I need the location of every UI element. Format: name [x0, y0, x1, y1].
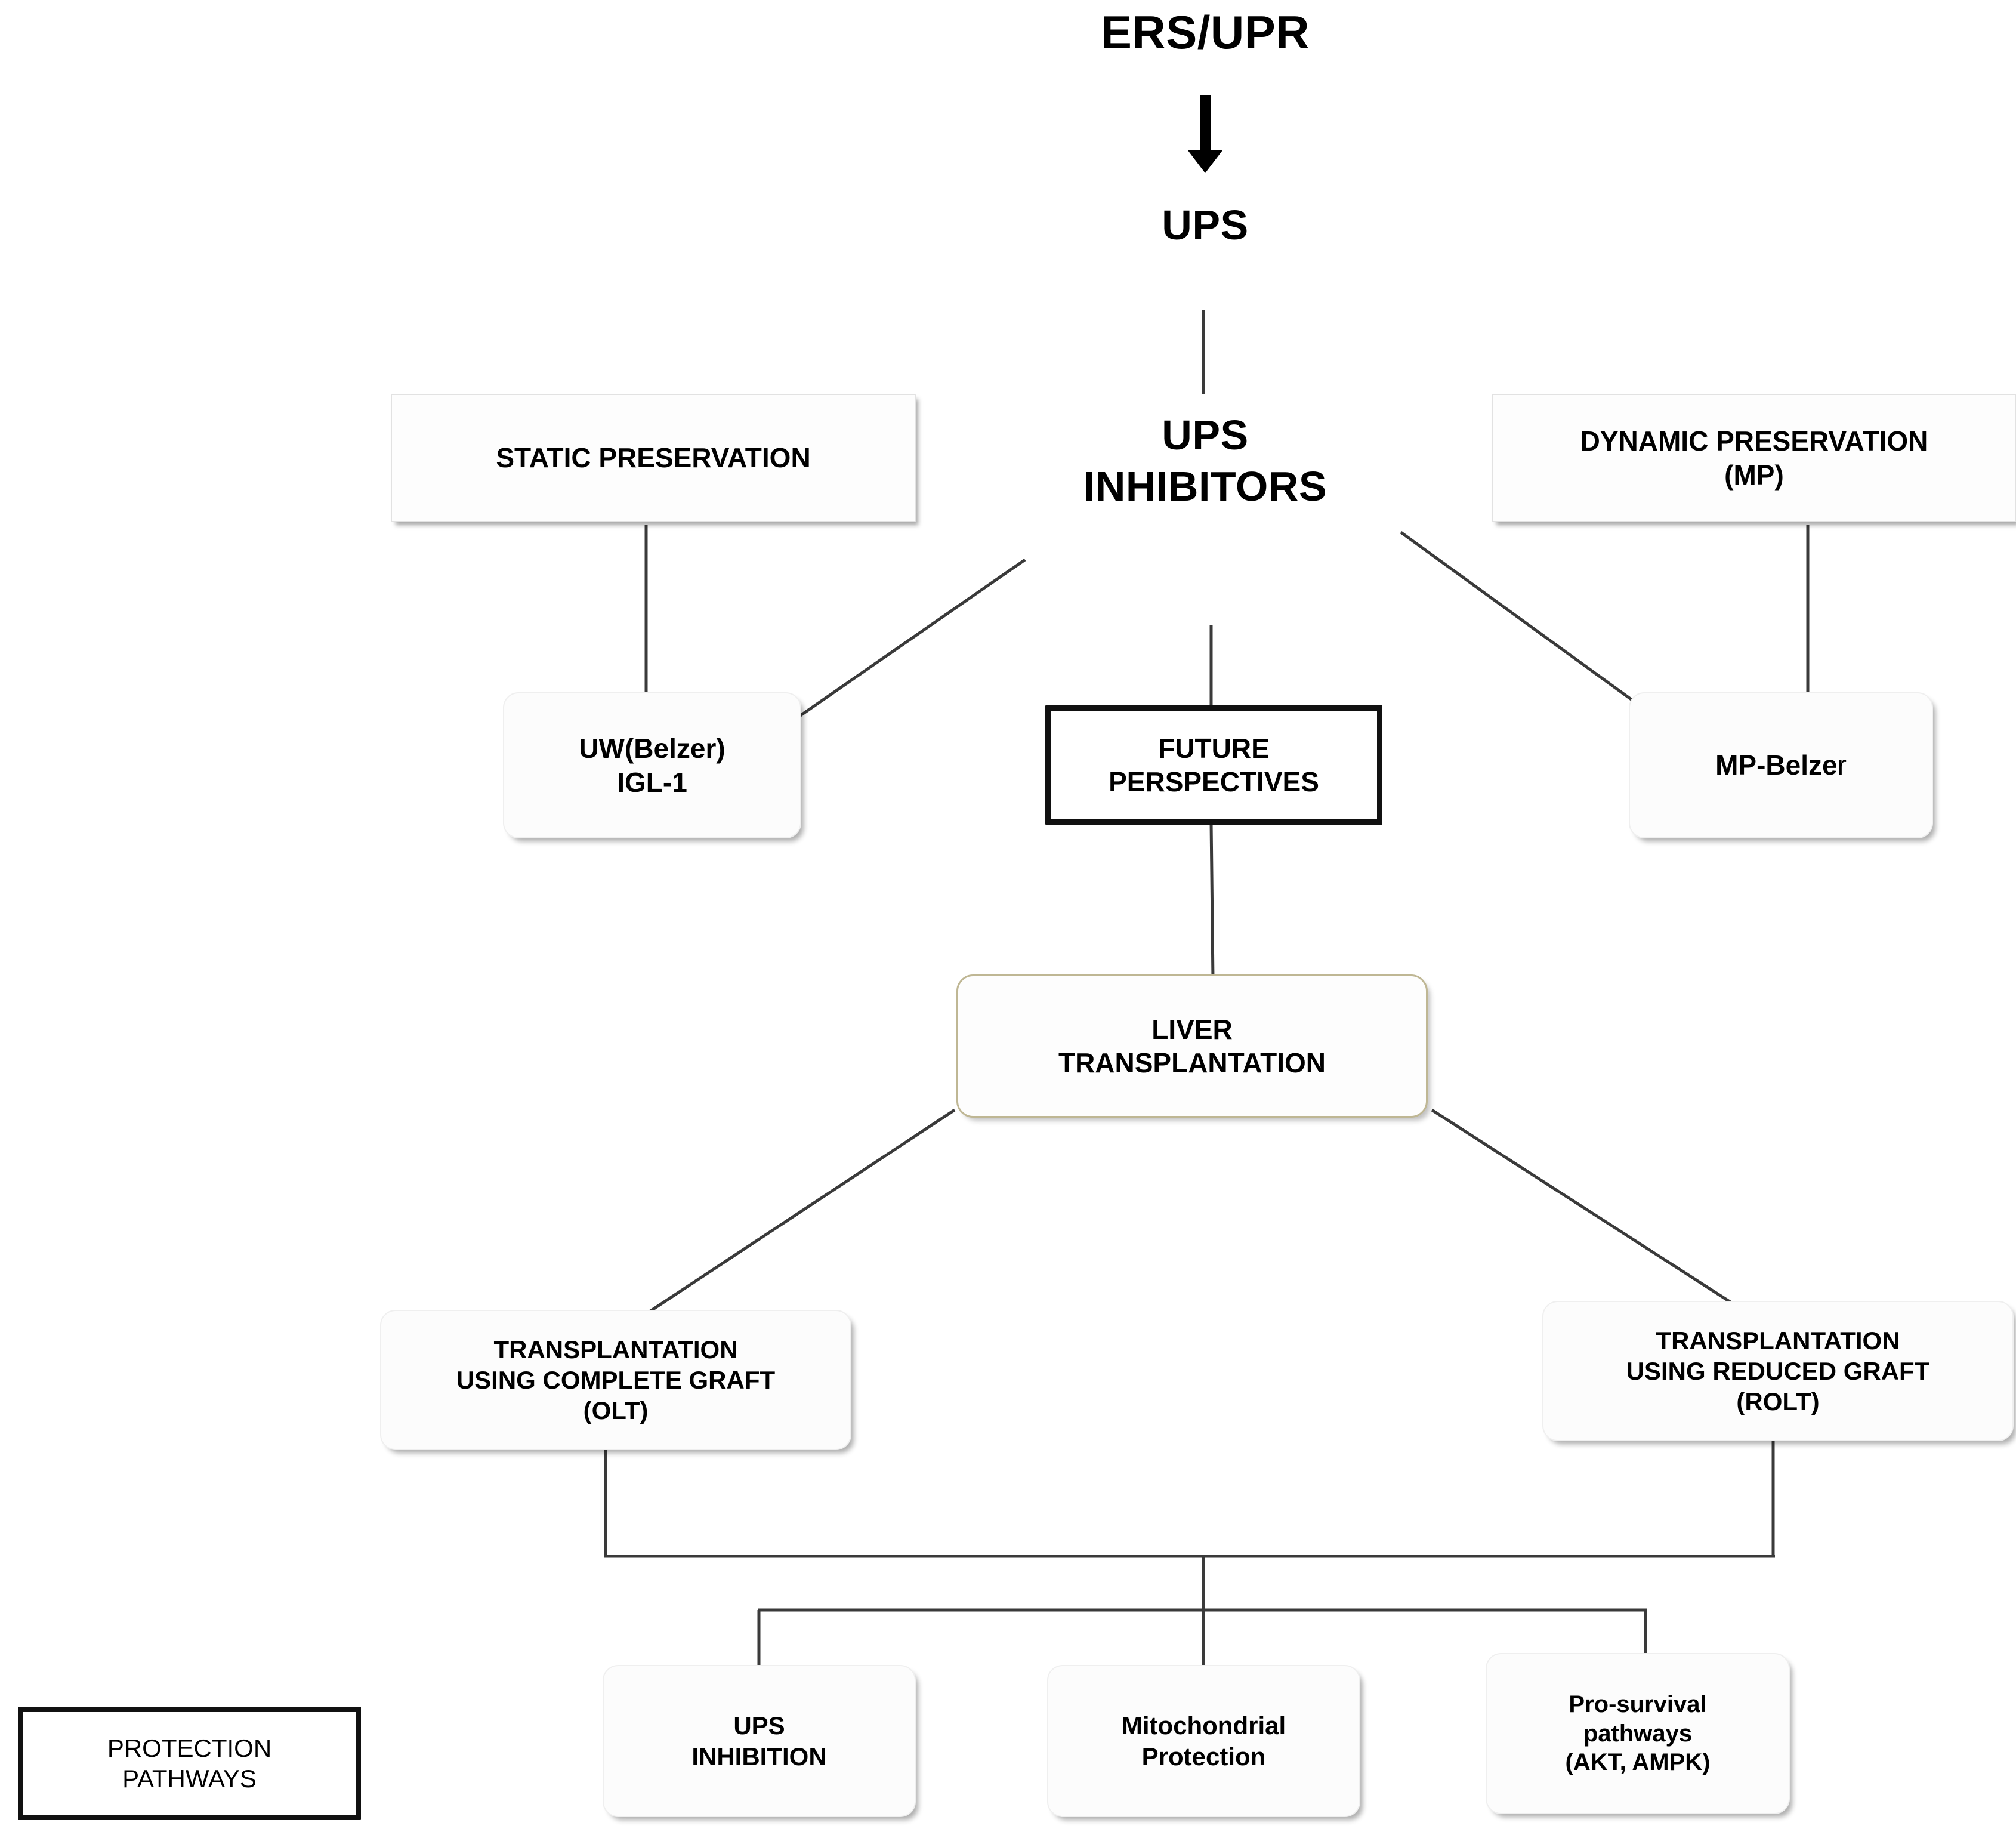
node-ers-upr: ERS/UPR — [1100, 6, 1310, 59]
node-ups-inhibitors: UPS INHIBITORS — [1083, 412, 1327, 510]
node-rolt[interactable]: TRANSPLANTATION USING REDUCED GRAFT (ROL… — [1542, 1301, 2014, 1441]
node-mitochondrial-protection[interactable]: Mitochondrial Protection — [1047, 1665, 1360, 1817]
edge-future-to-liver — [1209, 822, 1215, 979]
edge-liver-to-rolt — [1431, 1108, 1776, 1333]
node-future-perspectives[interactable]: FUTURE PERSPECTIVES — [1045, 705, 1382, 825]
down-arrow-icon — [1184, 95, 1226, 173]
node-dynamic-preservation[interactable]: DYNAMIC PRESERVATION (MP) — [1492, 394, 2016, 522]
node-olt[interactable]: TRANSPLANTATION USING COMPLETE GRAFT (OL… — [380, 1310, 851, 1450]
node-static-preservation[interactable]: STATIC PRESERVATION — [391, 394, 916, 522]
legend-protection-pathways: PROTECTION PATHWAYS — [18, 1707, 361, 1820]
node-mp-belzer-label-tail: r — [1837, 750, 1847, 781]
node-liver-transplantation[interactable]: LIVER TRANSPLANTATION — [956, 974, 1428, 1118]
node-uw-belzer-igl1[interactable]: UW(Belzer) IGL-1 — [503, 692, 801, 838]
node-mp-belzer-label: MP-Belze — [1715, 750, 1838, 781]
edge-liver-to-olt — [610, 1108, 956, 1338]
node-ups: UPS — [1162, 201, 1249, 248]
node-pro-survival-pathways[interactable]: Pro-survival pathways (AKT, AMPK) — [1486, 1653, 1790, 1814]
node-ups-inhibition[interactable]: UPS INHIBITION — [603, 1665, 916, 1817]
edge-inhibitors-to-mpbelzer — [1400, 531, 1643, 709]
edge-inhibitors-to-uw — [786, 558, 1026, 726]
